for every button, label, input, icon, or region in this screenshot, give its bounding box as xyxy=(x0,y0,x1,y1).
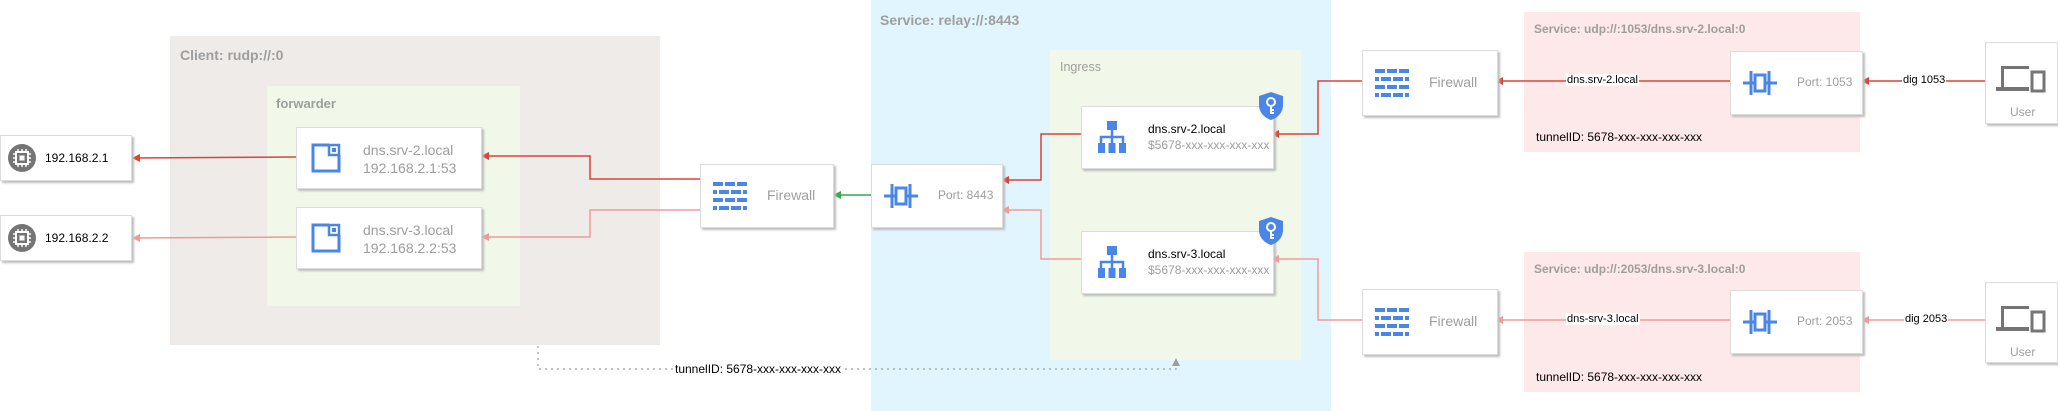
edge-label-dig1053: dig 1053 xyxy=(1902,74,1947,86)
edge-fw-fwd1 xyxy=(481,152,700,180)
firewall-icon xyxy=(713,182,747,210)
svc1-firewall-node[interactable]: Firewall xyxy=(1362,50,1498,116)
forwarder-node-1-addr: 192.168.2.1:53 xyxy=(363,160,457,176)
tunnel-label: tunnelID: 5678-xxx-xxx-xxx-xxx xyxy=(674,362,843,376)
ingress-node-1-name: dns.srv-2.local xyxy=(1148,122,1226,136)
svc2-port-node[interactable]: Port: 2053 xyxy=(1730,290,1863,354)
user-label-1: User xyxy=(2010,105,2036,119)
host-node-1[interactable]: 192.168.2.1 xyxy=(0,135,132,181)
port-icon xyxy=(1743,71,1777,95)
svc1-title: Service: udp://:1053/dns.srv-2.local:0 xyxy=(1534,22,1746,36)
svc2-title: Service: udp://:2053/dns.srv-3.local:0 xyxy=(1534,262,1746,276)
edge-fw1-ing1 xyxy=(1271,80,1362,138)
edge-label-dig2053: dig 2053 xyxy=(1904,313,1949,325)
edge-fw-fwd2 xyxy=(481,209,700,241)
forwarder-node-1[interactable]: dns.srv-2.local 192.168.2.1:53 xyxy=(296,127,482,189)
server-chip-icon xyxy=(8,224,36,252)
svc1-tunnel: tunnelID: 5678-xxx-xxx-xxx-xxx xyxy=(1536,130,1703,144)
laptop-phone-icon xyxy=(1996,306,2046,333)
host-ip-1: 192.168.2.1 xyxy=(45,151,109,165)
user-node-2[interactable]: User xyxy=(1985,282,2058,363)
edge-ing2-port8443 xyxy=(1001,206,1081,260)
forwarder-node-2[interactable]: dns.srv-3.local 192.168.2.2:53 xyxy=(296,207,482,269)
forwarder-node-1-name: dns.srv-2.local xyxy=(363,142,454,158)
ingress-title: Ingress xyxy=(1060,60,1101,74)
edge-ing1-port8443 xyxy=(1001,133,1081,184)
client-firewall-node[interactable]: Firewall xyxy=(700,164,834,228)
hierarchy-icon xyxy=(1098,246,1126,278)
svc1-firewall-label: Firewall xyxy=(1429,74,1478,90)
svc2-tunnel: tunnelID: 5678-xxx-xxx-xxx-xxx xyxy=(1536,370,1703,384)
firewall-icon xyxy=(1375,69,1409,97)
laptop-phone-icon xyxy=(1996,66,2046,93)
key-shield-icon xyxy=(1259,92,1283,120)
relay-port-label: Port: 8443 xyxy=(938,188,994,202)
edge-tunnel xyxy=(537,346,1180,370)
svc2-firewall-node[interactable]: Firewall xyxy=(1362,289,1498,355)
service-title: Service: relay://:8443 xyxy=(880,12,1020,28)
edge-label-svc1: dns.srv-2.local xyxy=(1566,74,1639,86)
forwarder-region xyxy=(267,86,520,306)
external-node-icon xyxy=(311,143,341,173)
svc2-port-label: Port: 2053 xyxy=(1797,314,1853,328)
ingress-node-2-name: dns.srv-3.local xyxy=(1148,247,1226,261)
client-firewall-label: Firewall xyxy=(767,187,816,203)
key-shield-icon xyxy=(1259,217,1283,245)
host-ip-2: 192.168.2.2 xyxy=(45,231,109,245)
edge-label-svc2: dns-srv-3.local xyxy=(1566,313,1640,325)
ingress-node-1-id: $5678-xxx-xxx-xxx-xxx xyxy=(1148,138,1270,152)
forwarder-node-2-addr: 192.168.2.2:53 xyxy=(363,240,457,256)
hierarchy-icon xyxy=(1098,121,1126,153)
external-node-icon xyxy=(311,223,341,253)
svc1-port-label: Port: 1053 xyxy=(1797,75,1853,89)
port-icon xyxy=(884,184,918,208)
firewall-icon xyxy=(1375,308,1409,336)
relay-port-node[interactable]: Port: 8443 xyxy=(871,164,1003,228)
svc1-port-node[interactable]: Port: 1053 xyxy=(1730,51,1863,115)
edge-fwd2-host2 xyxy=(132,233,297,242)
server-chip-icon xyxy=(8,144,36,172)
forwarder-title: forwarder xyxy=(276,96,336,111)
forwarder-node-2-name: dns.srv-3.local xyxy=(363,222,454,238)
ingress-node-1[interactable]: dns.srv-2.local $5678-xxx-xxx-xxx-xxx xyxy=(1081,106,1274,169)
edge-fw2-ing2 xyxy=(1271,255,1362,321)
user-label-2: User xyxy=(2010,345,2036,359)
host-node-2[interactable]: 192.168.2.2 xyxy=(0,215,132,261)
user-node-1[interactable]: User xyxy=(1985,42,2058,124)
ingress-node-2[interactable]: dns.srv-3.local $5678-xxx-xxx-xxx-xxx xyxy=(1081,231,1274,294)
port-icon xyxy=(1743,310,1777,334)
edge-fwd1-host1 xyxy=(132,153,297,162)
svc2-firewall-label: Firewall xyxy=(1429,313,1478,329)
ingress-node-2-id: $5678-xxx-xxx-xxx-xxx xyxy=(1148,263,1270,277)
client-title: Client: rudp://:0 xyxy=(180,47,284,63)
